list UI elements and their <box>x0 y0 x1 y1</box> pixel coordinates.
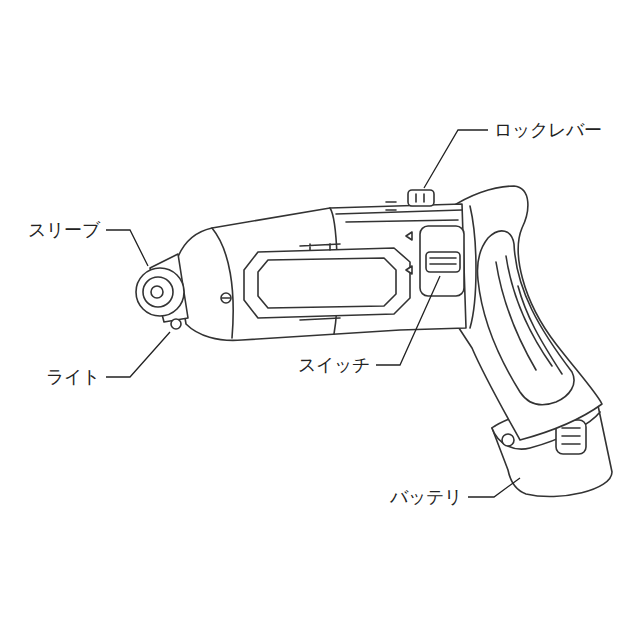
light-lens <box>171 319 181 329</box>
leader-line <box>106 332 170 377</box>
body-barrel <box>176 204 466 340</box>
collar-top <box>336 210 462 222</box>
side-panel-outer <box>244 248 410 318</box>
lock-lever <box>408 190 434 206</box>
part-label: ライト <box>45 366 101 388</box>
part-label: スリーブ <box>27 219 101 241</box>
part-label: ロックレバー <box>493 119 603 141</box>
screw <box>221 293 231 303</box>
part-label: バッテリ <box>389 486 463 508</box>
direction-marks <box>406 232 412 274</box>
body-shoulder <box>212 228 233 338</box>
sleeve-inner <box>151 286 163 298</box>
grip-ribs <box>496 256 562 374</box>
part-label: スイッチ <box>297 354 371 376</box>
leader-line <box>424 130 488 188</box>
leader-line <box>376 276 440 365</box>
leader-line <box>468 478 520 497</box>
screw-slot <box>222 297 230 299</box>
leader-line <box>106 230 148 266</box>
switch-ribs <box>430 258 456 264</box>
grip-panel <box>477 231 574 405</box>
lock-lever-mark <box>386 194 424 210</box>
battery-release-ribs <box>562 428 580 444</box>
switch-trigger <box>426 252 460 272</box>
panel-slots <box>300 244 340 320</box>
sleeve-outer <box>136 268 184 316</box>
battery-dot <box>502 434 514 446</box>
sleeve-mid <box>143 277 173 307</box>
switch-housing <box>420 226 464 296</box>
side-panel-inner <box>258 258 396 308</box>
